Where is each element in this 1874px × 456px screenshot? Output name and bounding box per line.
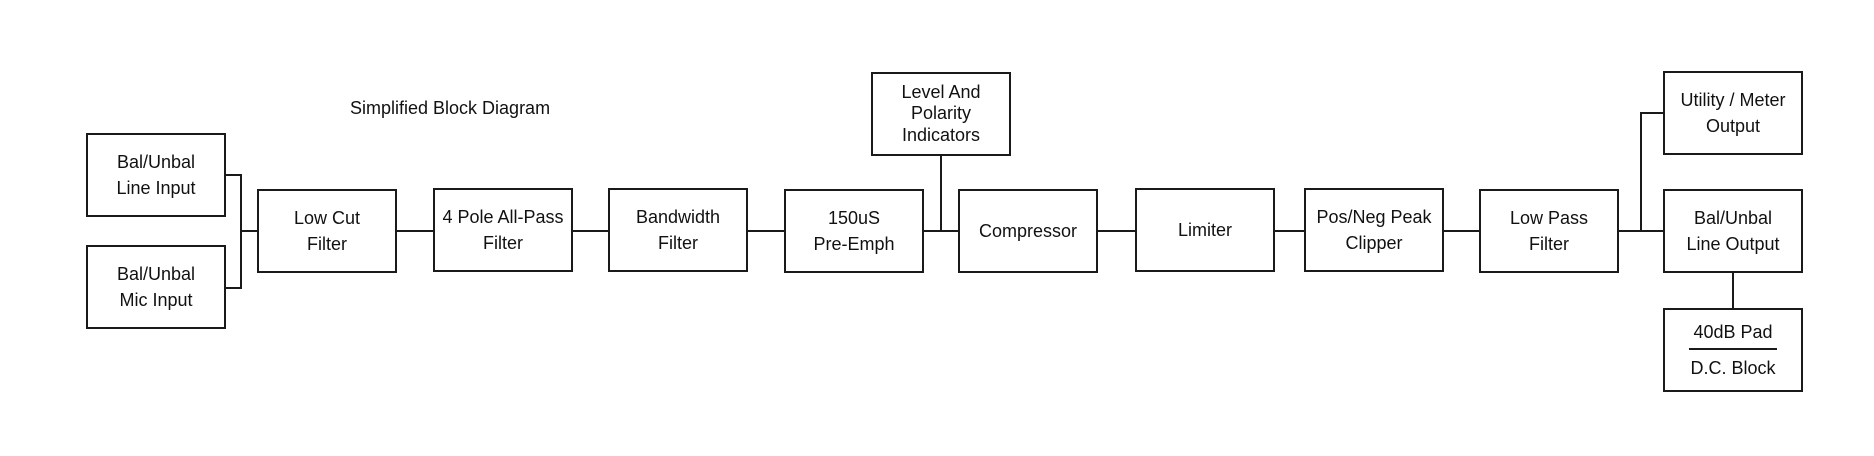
- indicators-tap-wire: [940, 156, 942, 232]
- line-input-block: Bal/Unbal Line Input: [86, 133, 226, 217]
- mic-input-label-1: Bal/Unbal: [116, 263, 196, 284]
- line-output-block: Bal/Unbal Line Output: [1663, 189, 1803, 273]
- line-output-to-pad-wire: [1732, 273, 1734, 308]
- mic-input-wire: [226, 287, 242, 289]
- low-cut-to-all-pass-wire: [397, 230, 433, 232]
- utility-output-label-1: Utility / Meter: [1680, 89, 1786, 110]
- diagram-title: Simplified Block Diagram: [350, 98, 551, 118]
- indicators-label-1: Level And: [901, 81, 981, 102]
- dc-block-label: D.C. Block: [1690, 358, 1776, 378]
- compressor-block: Compressor: [958, 189, 1098, 273]
- low-pass-filter-block: Low Pass Filter: [1479, 189, 1619, 273]
- utility-output-label-2: Output: [1705, 116, 1761, 136]
- line-input-label-2: Line Input: [116, 178, 196, 198]
- bandwidth-to-pre-emph-wire: [748, 230, 784, 232]
- pad-dc-block: 40dB Pad D.C. Block: [1663, 308, 1803, 392]
- indicators-label-3: Indicators: [901, 124, 981, 145]
- low-cut-label-2: Filter: [307, 234, 347, 254]
- low-pass-label-2: Filter: [1529, 234, 1569, 254]
- all-pass-filter-block: 4 Pole All-Pass Filter: [433, 188, 573, 272]
- bandwidth-filter-block: Bandwidth Filter: [608, 188, 748, 272]
- low-cut-filter-block: Low Cut Filter: [257, 189, 397, 273]
- to-utility-output-wire: [1640, 112, 1663, 114]
- output-split-wire: [1640, 112, 1642, 232]
- mic-input-label-2: Mic Input: [119, 290, 193, 310]
- limiter-block: Limiter: [1135, 188, 1275, 272]
- pre-emphasis-block: 150uS Pre-Emph: [784, 189, 924, 273]
- compressor-to-limiter-wire: [1098, 230, 1135, 232]
- pad-label: 40dB Pad: [1689, 319, 1777, 350]
- line-output-label-1: Bal/Unbal: [1693, 207, 1773, 228]
- bandwidth-label-1: Bandwidth: [635, 206, 721, 227]
- all-pass-label-2: Filter: [483, 233, 523, 253]
- line-input-label-1: Bal/Unbal: [116, 151, 196, 172]
- all-pass-to-bandwidth-wire: [573, 230, 608, 232]
- indicators-label-2: Polarity: [910, 103, 972, 124]
- pre-emph-label-2: Pre-Emph: [813, 234, 895, 254]
- limiter-to-clipper-wire: [1275, 230, 1304, 232]
- level-polarity-indicators-block: Level And Polarity Indicators: [871, 72, 1011, 156]
- low-pass-label-1: Low Pass: [1509, 207, 1589, 228]
- limiter-label: Limiter: [1177, 219, 1232, 240]
- pre-emph-label-1: 150uS: [827, 207, 881, 228]
- all-pass-label-1: 4 Pole All-Pass: [442, 206, 564, 227]
- bandwidth-label-2: Filter: [658, 233, 698, 253]
- utility-meter-output-block: Utility / Meter Output: [1663, 71, 1803, 155]
- clipper-label-2: Clipper: [1345, 233, 1403, 253]
- line-output-label-2: Line Output: [1686, 234, 1780, 254]
- merge-to-low-cut-wire: [240, 230, 257, 232]
- compressor-label: Compressor: [978, 220, 1078, 241]
- line-input-wire: [226, 174, 242, 176]
- low-cut-label-1: Low Cut: [293, 207, 361, 228]
- mic-input-block: Bal/Unbal Mic Input: [86, 245, 226, 329]
- clipper-to-low-pass-wire: [1444, 230, 1479, 232]
- peak-clipper-block: Pos/Neg Peak Clipper: [1304, 188, 1444, 272]
- clipper-label-1: Pos/Neg Peak: [1316, 206, 1432, 227]
